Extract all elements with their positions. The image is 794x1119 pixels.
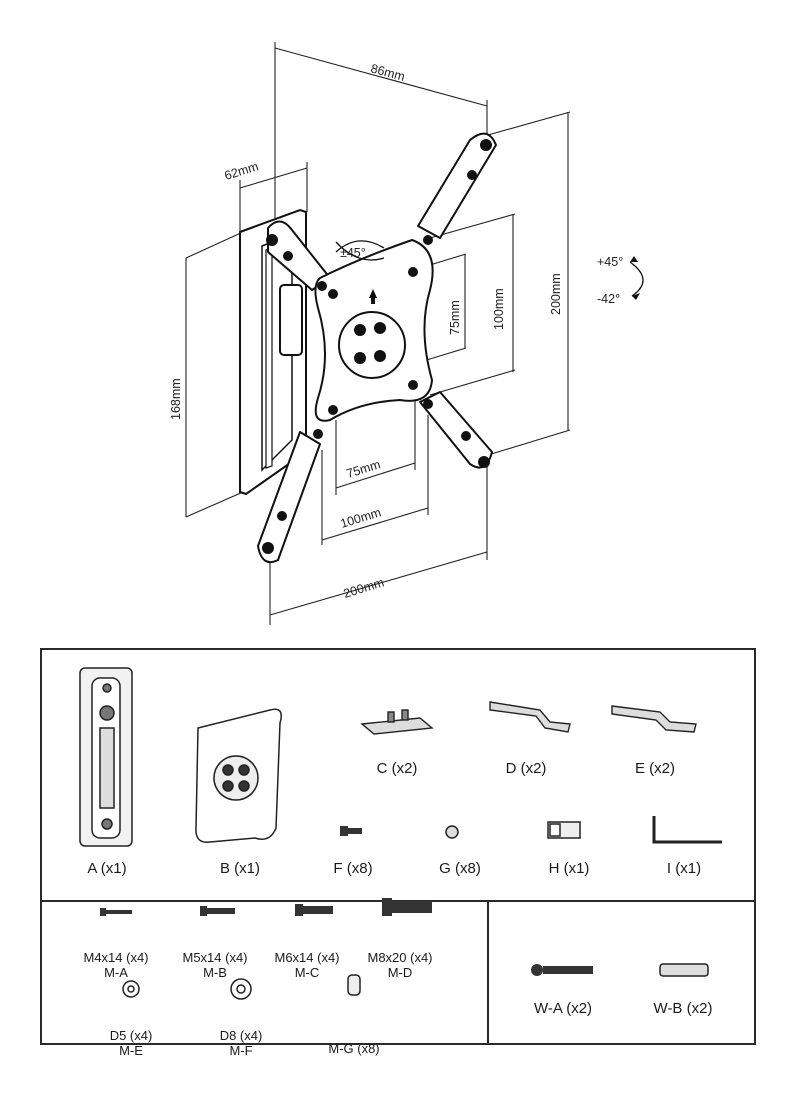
hardware-md-size: M8x20 (x4): [367, 950, 432, 965]
part-b-label: B (x1): [220, 860, 260, 877]
part-c-bracket-icon: [362, 710, 432, 734]
washer-d5-icon: [123, 981, 139, 997]
hardware-mc-code: M-C: [295, 965, 320, 980]
dim-75mm-vertical: 75mm: [448, 300, 462, 335]
parts-illustrations: [40, 648, 756, 1043]
part-h-label: H (x1): [549, 860, 590, 877]
wall-hardware-wb-label: W-B (x2): [654, 1000, 713, 1017]
part-a-label: A (x1): [87, 860, 126, 877]
spacer-mg-icon: [348, 975, 360, 995]
part-d-label: D (x2): [506, 760, 547, 777]
screw-m6-icon: [295, 904, 333, 916]
part-c-label: C (x2): [377, 760, 418, 777]
dim-86mm: 86mm: [369, 61, 406, 84]
part-h-spacer-icon: [548, 822, 580, 838]
part-f-screw-icon: [340, 826, 362, 836]
hardware-mb-size: M5x14 (x4): [182, 950, 247, 965]
wall-anchor-wb-icon: [660, 964, 708, 976]
tilt-down-label: -42°: [597, 292, 620, 306]
dim-100mm-horizontal: 100mm: [339, 505, 383, 531]
part-i-allen-key-icon: [654, 816, 722, 842]
wall-hardware-wa-label: W-A (x2): [534, 1000, 592, 1017]
tilt-up-label: +45°: [597, 255, 623, 269]
part-b-vesa-plate-icon: [196, 709, 281, 842]
washer-d8-icon: [231, 979, 251, 999]
dim-200mm-vertical: 200mm: [549, 273, 563, 315]
part-g-nut-icon: [446, 826, 458, 838]
part-f-label: F (x8): [333, 860, 372, 877]
part-e-label: E (x2): [635, 760, 675, 777]
part-a-wall-plate-icon: [80, 668, 132, 846]
hardware-mg-label: M-G (x8): [328, 1041, 379, 1056]
screw-m4-icon: [100, 908, 132, 916]
hardware-me-size: D5 (x4): [110, 1028, 153, 1043]
dim-62mm: 62mm: [223, 159, 260, 183]
screw-m8-icon: [382, 898, 432, 916]
dim-100mm-vertical: 100mm: [492, 288, 506, 330]
part-e-arm-icon: [612, 706, 696, 732]
wall-screw-wa-icon: [531, 964, 593, 976]
swivel-label: ±45°: [340, 246, 366, 260]
hardware-ma-size: M4x14 (x4): [83, 950, 148, 965]
hardware-md-code: M-D: [388, 965, 413, 980]
dim-168mm: 168mm: [169, 378, 183, 420]
hardware-mc-size: M6x14 (x4): [274, 950, 339, 965]
hardware-me-code: M-E: [119, 1043, 143, 1058]
hardware-ma-code: M-A: [104, 965, 128, 980]
part-g-label: G (x8): [439, 860, 481, 877]
dim-200mm-horizontal: 200mm: [342, 575, 386, 601]
part-d-arm-icon: [490, 702, 570, 732]
hardware-mb-code: M-B: [203, 965, 227, 980]
part-i-label: I (x1): [667, 860, 701, 877]
screw-m5-icon: [200, 906, 235, 916]
dim-75mm-horizontal: 75mm: [345, 457, 382, 481]
hardware-mf-code: M-F: [229, 1043, 252, 1058]
hardware-mf-size: D8 (x4): [220, 1028, 263, 1043]
mount-assembly-drawing: 86mm 62mm 168mm 200mm 100mm 75mm 75mm 10…: [0, 0, 794, 640]
